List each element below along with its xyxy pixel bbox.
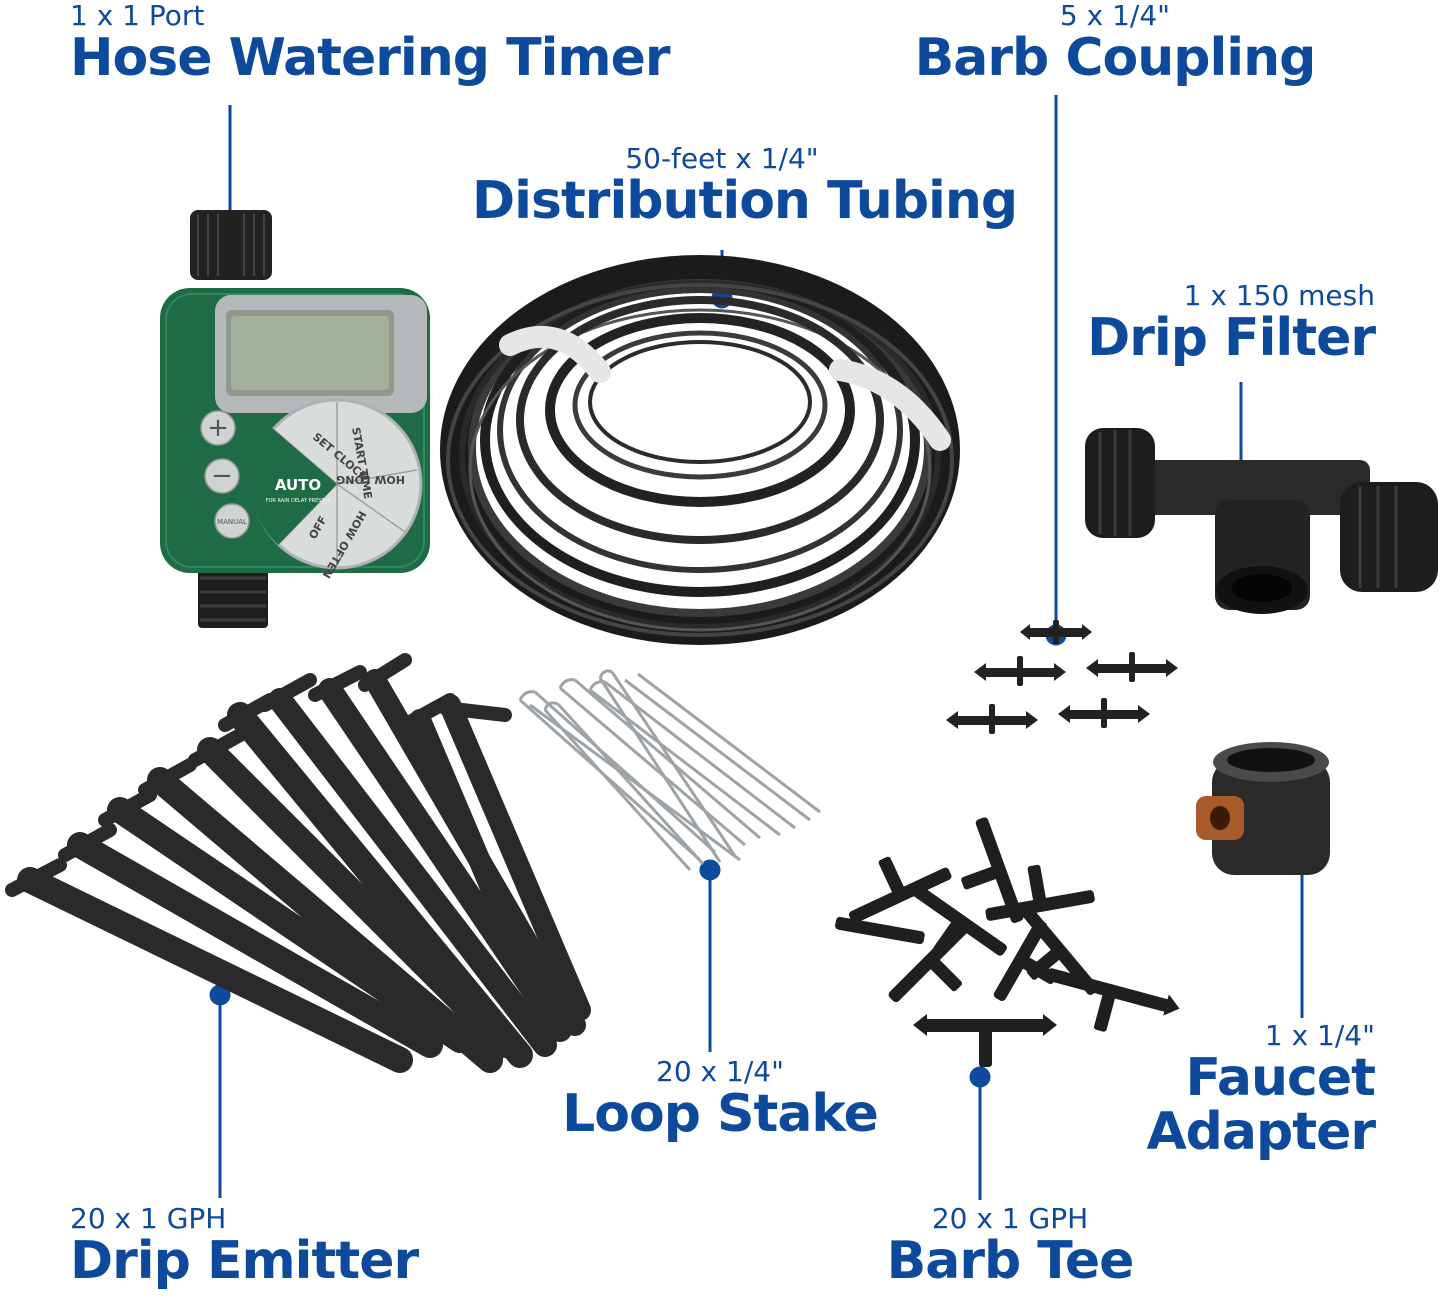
emitter-name: Drip Emitter xyxy=(70,1231,419,1291)
timer-qty: 1 x 1 Port xyxy=(70,0,205,32)
barb-tee-image xyxy=(835,817,1180,1067)
tubing-name: Distribution Tubing xyxy=(472,171,1018,231)
stake-name: Loop Stake xyxy=(562,1084,879,1144)
faucet-adapter-image xyxy=(1196,742,1330,875)
tubing-qty: 50-feet x 1/4" xyxy=(625,142,819,175)
coupling-name: Barb Coupling xyxy=(914,28,1317,88)
dial-auto-sublabel: FOR RAIN DELAY PRESS + xyxy=(266,498,331,504)
filter-label: 1 x 150 mesh Drip Filter xyxy=(1087,279,1376,368)
stake-leader-dot xyxy=(699,859,721,881)
adapter-qty: 1 x 1/4" xyxy=(1264,1019,1375,1052)
timer-name: Hose Watering Timer xyxy=(70,28,670,88)
dial-how-long-label: HOW LONG xyxy=(336,473,405,486)
tee-leader-dot xyxy=(969,1066,991,1088)
tubing-label: 50-feet x 1/4" Distribution Tubing xyxy=(472,142,1018,231)
filter-name: Drip Filter xyxy=(1087,308,1376,368)
tee-label: 20 x 1 GPH Barb Tee xyxy=(860,1202,1160,1291)
emitter-label: 20 x 1 GPH Drip Emitter xyxy=(70,1202,419,1291)
adapter-name-line1: Faucet xyxy=(1185,1048,1376,1108)
emitter-qty: 20 x 1 GPH xyxy=(70,1202,227,1235)
distribution-tubing-image xyxy=(440,255,960,645)
coupling-label: 5 x 1/4" Barb Coupling xyxy=(905,0,1325,88)
manual-button-label: MANUAL xyxy=(217,518,247,526)
coupling-qty: 5 x 1/4" xyxy=(1059,0,1171,32)
filter-qty: 1 x 150 mesh xyxy=(1183,279,1375,312)
tee-qty: 20 x 1 GPH xyxy=(931,1202,1089,1235)
drip-filter-image xyxy=(1085,428,1438,614)
tee-name: Barb Tee xyxy=(886,1231,1135,1291)
adapter-label: 1 x 1/4" Faucet Adapter xyxy=(1146,1019,1376,1162)
drip-emitter-image xyxy=(5,653,591,1073)
plus-button-glyph: + xyxy=(207,413,229,443)
loop-stake-image xyxy=(518,669,821,872)
hose-watering-timer-image: + − MANUAL AUTO FOR RAIN DELAY PRESS + S… xyxy=(160,210,430,628)
stake-label: 20 x 1/4" Loop Stake xyxy=(560,1055,880,1144)
adapter-name-line2: Adapter xyxy=(1146,1102,1376,1162)
stake-qty: 20 x 1/4" xyxy=(656,1055,784,1088)
dial-auto-label: AUTO xyxy=(275,476,321,494)
timer-label: 1 x 1 Port Hose Watering Timer xyxy=(70,0,670,88)
minus-button-glyph: − xyxy=(211,461,233,491)
barb-coupling-image xyxy=(946,620,1178,734)
